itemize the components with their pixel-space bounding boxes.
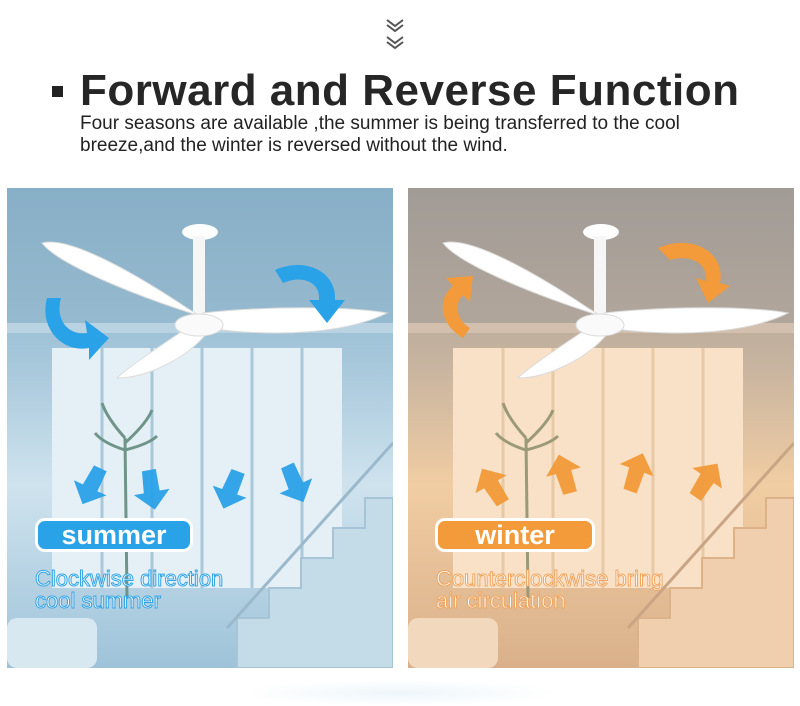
rotation-arrow-icon	[45, 264, 345, 360]
double-chevron-down-icon	[386, 19, 404, 50]
page-subtitle: Four seasons are available ,the summer i…	[80, 113, 680, 156]
airflow-arrow-icon	[475, 453, 722, 507]
caption-line-1: Clockwise direction	[34, 566, 224, 591]
rotation-arrow-icon	[442, 242, 730, 338]
square-bullet-icon	[52, 86, 63, 97]
caption-line-1: Counterclockwise bring	[435, 566, 664, 591]
page-title: Forward and Reverse Function	[80, 66, 740, 115]
season-caption: Counterclockwise bring air circulation	[435, 566, 664, 613]
airflow-arrow-icon	[73, 462, 313, 510]
summer-panel: summer Clockwise direction cool summer	[7, 188, 393, 668]
bottom-glow	[240, 680, 560, 706]
winter-panel: winter Counterclockwise bring air circul…	[408, 188, 794, 668]
season-badge: winter	[435, 518, 595, 552]
caption-line-2: air circulation	[436, 588, 567, 613]
season-badge: summer	[35, 518, 193, 552]
caption-line-2: cool summer	[35, 588, 162, 613]
summer-scene	[7, 188, 393, 668]
ceiling-fan-icon	[41, 224, 389, 379]
season-caption: Clockwise direction cool summer	[34, 566, 224, 613]
ceiling-fan-icon	[442, 224, 790, 379]
winter-scene	[408, 188, 794, 668]
